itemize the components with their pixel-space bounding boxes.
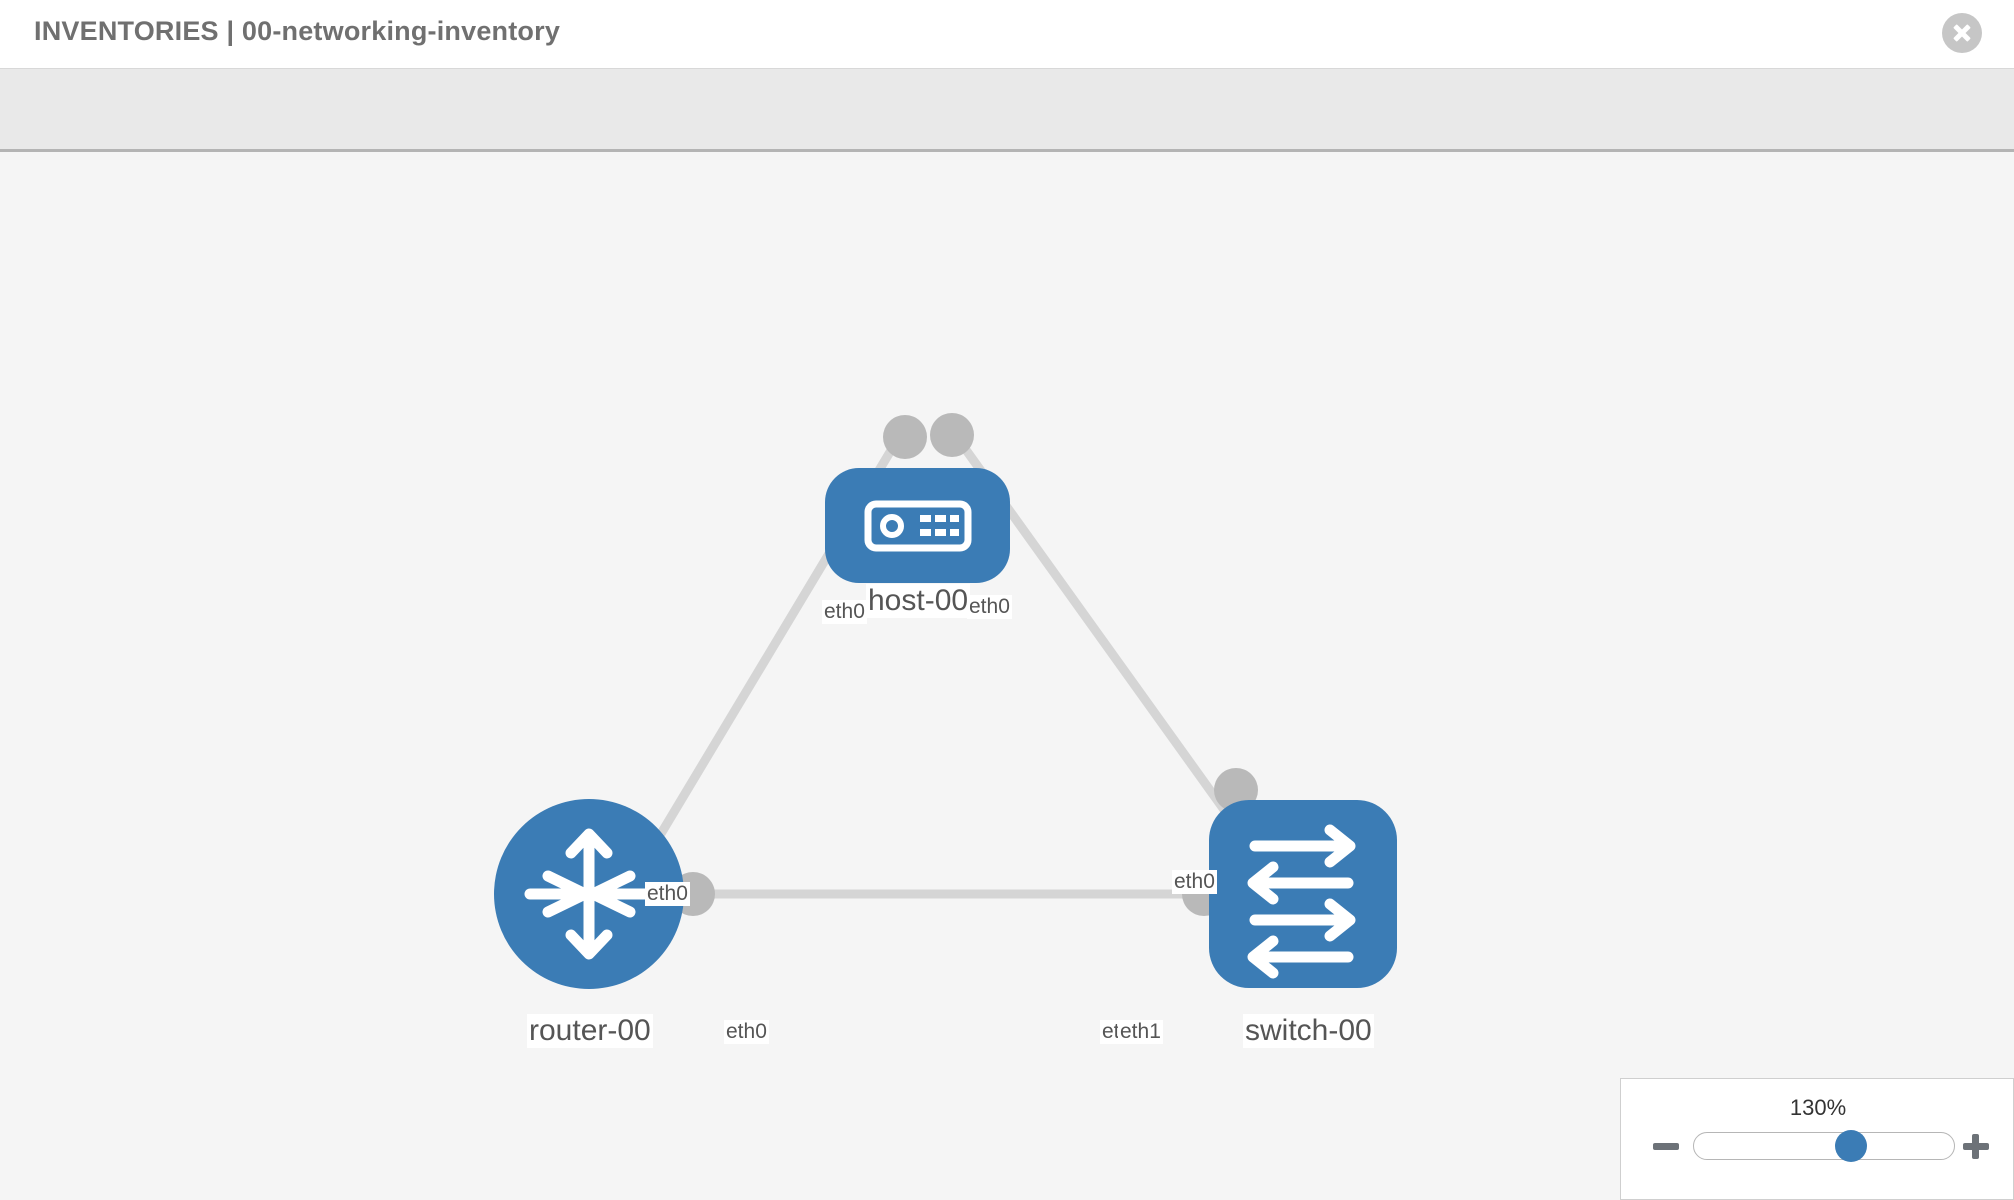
node-switch-00 — [1209, 800, 1397, 988]
toolbar: ACTIONS SEARCH — [0, 68, 2014, 206]
interface-label: eth1 — [1118, 1020, 1163, 1044]
switch-arrows-icon — [1247, 824, 1356, 979]
node-label-host: host-00 — [866, 584, 971, 618]
plus-icon-vertical — [1972, 1134, 1979, 1159]
close-icon[interactable] — [1942, 13, 1982, 53]
node-host-00 — [825, 468, 1010, 583]
connector-host-right — [930, 413, 974, 457]
interface-label: eth0 — [1172, 870, 1217, 894]
interface-label: eth0 — [645, 882, 690, 906]
node-label-router: router-00 — [527, 1014, 653, 1048]
interface-label: eth0 — [967, 595, 1012, 619]
server-icon — [864, 500, 972, 552]
page-title: INVENTORIES | 00-networking-inventory — [34, 16, 561, 46]
zoom-control: 130% — [1620, 1078, 2014, 1200]
page-header: INVENTORIES | 00-networking-inventory — [0, 0, 2014, 68]
interface-label: eth0 — [822, 600, 867, 624]
topology-graph — [494, 413, 1397, 989]
interface-label: eth0 — [724, 1020, 769, 1044]
zoom-slider[interactable] — [1693, 1130, 1955, 1162]
connector-host-left — [883, 415, 927, 459]
node-router-00 — [494, 799, 684, 989]
zoom-slider-thumb[interactable] — [1835, 1130, 1867, 1162]
zoom-in-button[interactable] — [1961, 1131, 1991, 1161]
topology-canvas[interactable]: eth0 eth0 eth0 eth0 eth0 eth eth1 host-0… — [0, 152, 2014, 1200]
zoom-out-button[interactable] — [1651, 1131, 1681, 1161]
node-label-switch: switch-00 — [1243, 1014, 1374, 1048]
minus-icon — [1653, 1143, 1679, 1150]
router-arrows-icon — [524, 828, 654, 960]
zoom-percent-label: 130% — [1789, 1095, 1847, 1120]
